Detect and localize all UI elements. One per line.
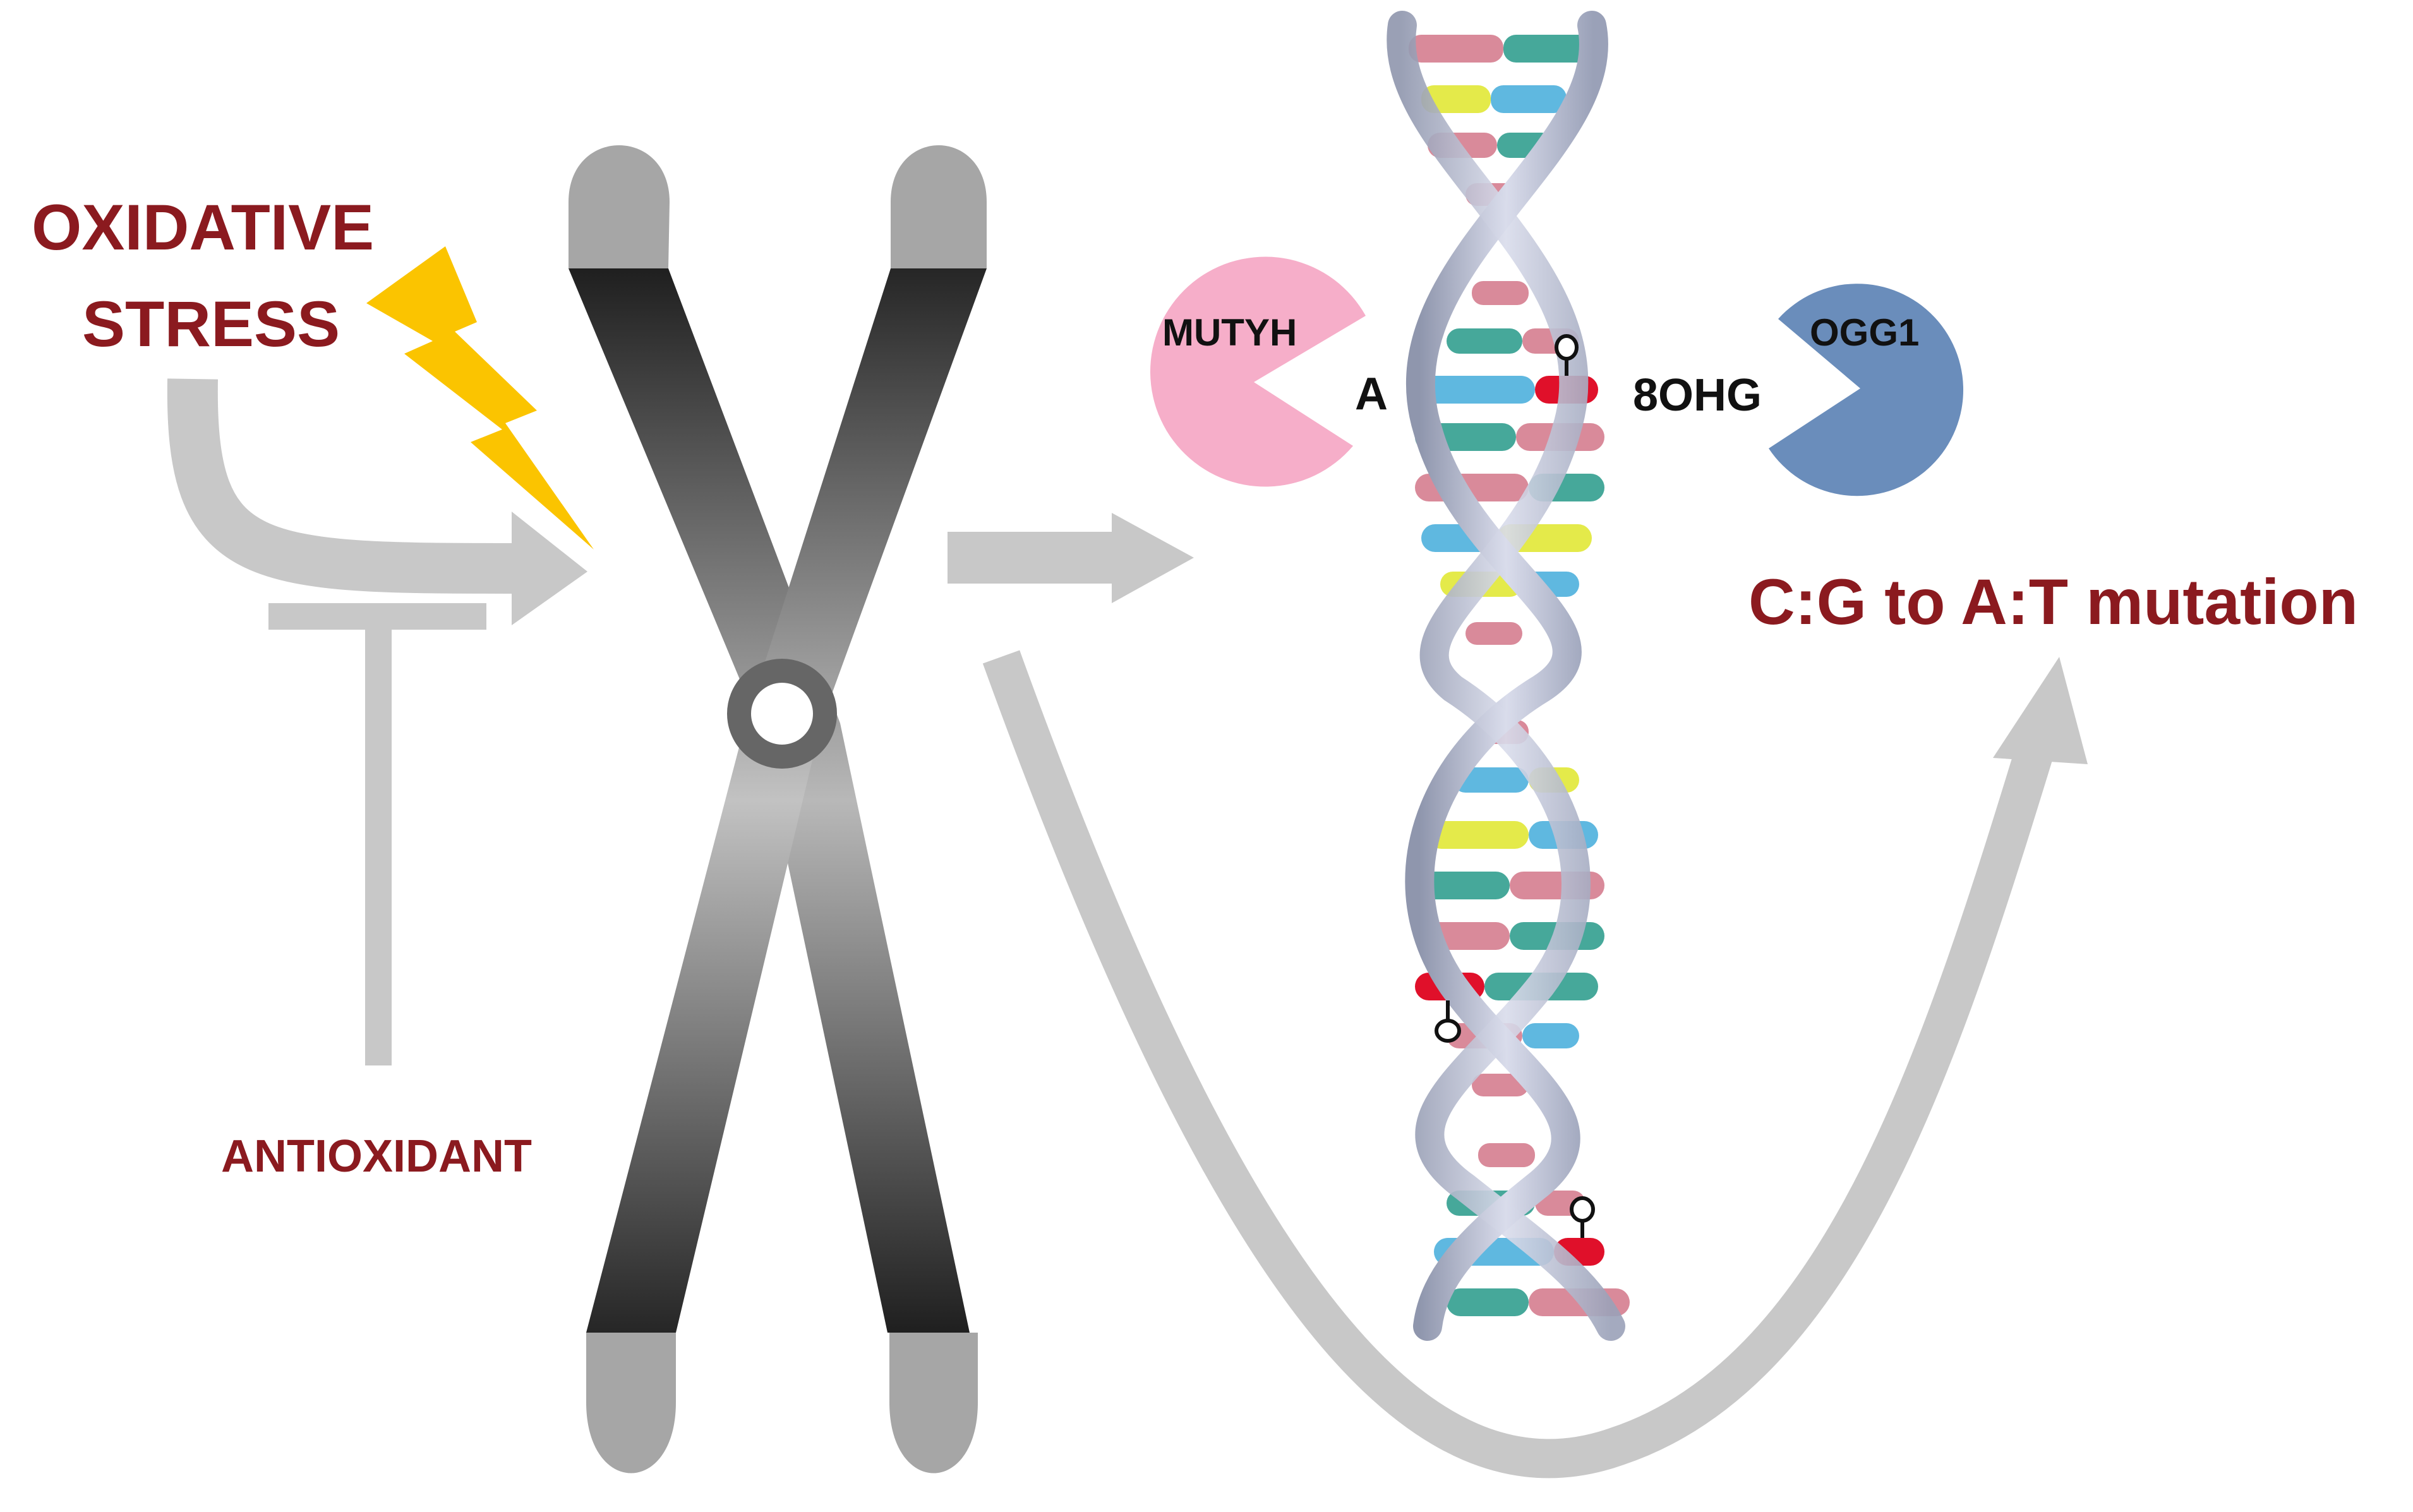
inhibition-bar (268, 603, 486, 1065)
mutation-label: C:G to A:T mutation (1748, 566, 2358, 638)
mutation-curve-arrow (982, 650, 2088, 1479)
ogg1-enzyme-icon (1769, 284, 1964, 496)
chromosome-to-dna-arrow (948, 513, 1194, 603)
dna-double-helix-icon (1387, 11, 1630, 1341)
mutyh-label: MUTYH (1162, 311, 1297, 354)
lightning-bolt-icon (366, 246, 594, 549)
helix-strand-back (1387, 11, 1625, 1341)
oxidized-base-lollipop-icon (1555, 334, 1579, 376)
oxidized-base-lollipop-icon (1570, 1196, 1595, 1238)
helix-strand-front (1405, 11, 1608, 1341)
8ohg-label: 8OHG (1633, 370, 1762, 421)
adenine-label: A (1355, 369, 1388, 419)
chromosome-icon (569, 145, 987, 1473)
oxidative-stress-label-line1: OXIDATIVE (32, 191, 374, 263)
ogg1-label: OGG1 (1810, 311, 1919, 354)
stress-arrow (167, 378, 587, 625)
oxidized-base-lollipop-icon (1435, 1000, 1461, 1043)
antioxidant-label: ANTIOXIDANT (221, 1131, 532, 1182)
mutyh-enzyme-icon (1150, 256, 1366, 487)
oxidative-stress-label-line2: STRESS (82, 288, 340, 360)
